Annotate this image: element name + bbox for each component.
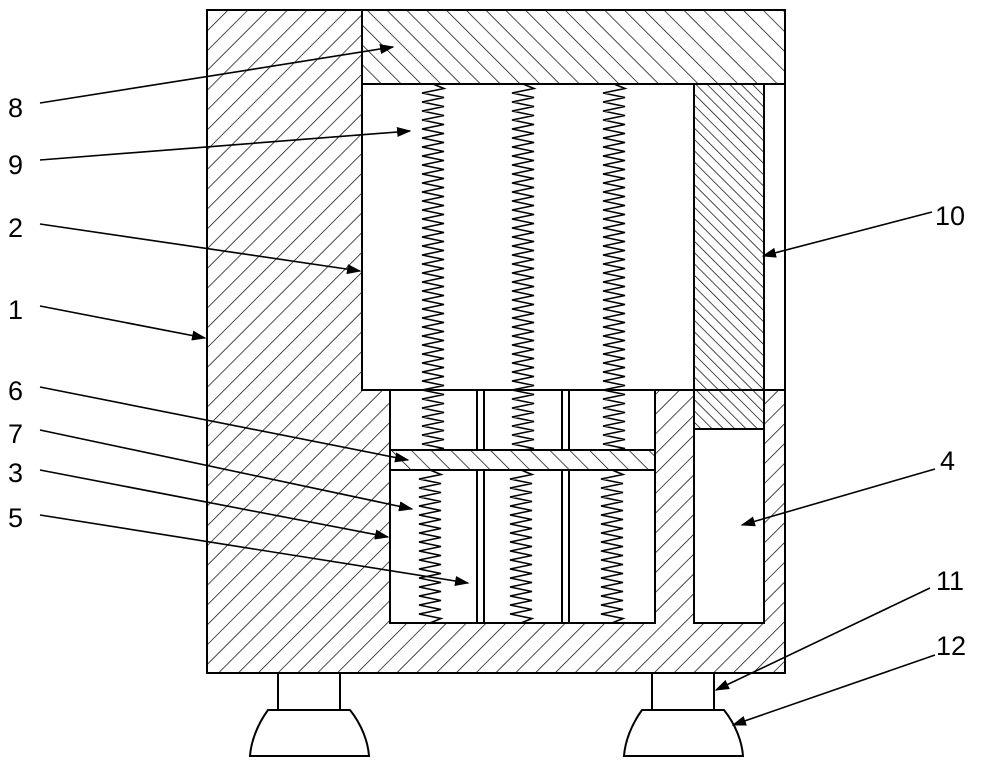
callout-9: 9 [8, 150, 23, 180]
callout-5: 5 [8, 503, 23, 533]
leader-9 [39, 126, 412, 161]
lower-spring-2 [509, 469, 535, 624]
callout-6: 6 [8, 376, 23, 406]
callout-11: 11 [936, 566, 964, 596]
right-foot-pad [622, 709, 745, 757]
right-foot-stem [651, 672, 715, 711]
leader-4 [740, 468, 936, 527]
leader-8 [39, 44, 395, 104]
leader-6 [39, 386, 410, 463]
side-rail-bar [693, 83, 765, 430]
left-foot-stem [277, 672, 341, 711]
pressure-plate [389, 449, 656, 471]
right-foot [622, 672, 745, 757]
callout-3: 3 [8, 458, 23, 488]
callout-2: 2 [8, 213, 23, 243]
left-foot-pad [248, 709, 371, 757]
upper-spring-2 [511, 83, 537, 451]
top-cap-plate [361, 9, 786, 85]
callout-8: 8 [8, 93, 23, 123]
leader-lines [39, 44, 936, 726]
callout-7: 7 [8, 419, 23, 449]
leader-12 [731, 654, 936, 726]
upper-spring-1 [421, 83, 447, 451]
leader-5 [39, 514, 470, 586]
springs [418, 83, 628, 624]
callout-4: 4 [940, 446, 955, 476]
callout-labels: 8 9 2 1 6 7 3 5 10 4 11 12 [8, 93, 966, 661]
guide-posts [476, 390, 570, 623]
callout-1: 1 [8, 295, 23, 325]
lower-spring-3 [600, 469, 626, 624]
leader-10 [761, 211, 933, 258]
side-compartment [693, 428, 765, 624]
leader-7 [39, 429, 414, 512]
lower-spring-1 [418, 469, 444, 624]
leader-11 [714, 587, 931, 691]
leader-2 [39, 223, 362, 275]
upper-spring-3 [602, 83, 628, 451]
left-foot [248, 672, 371, 757]
callout-10: 10 [935, 201, 965, 231]
leader-1 [39, 305, 207, 341]
callout-12: 12 [936, 631, 966, 661]
leader-3 [39, 469, 390, 540]
